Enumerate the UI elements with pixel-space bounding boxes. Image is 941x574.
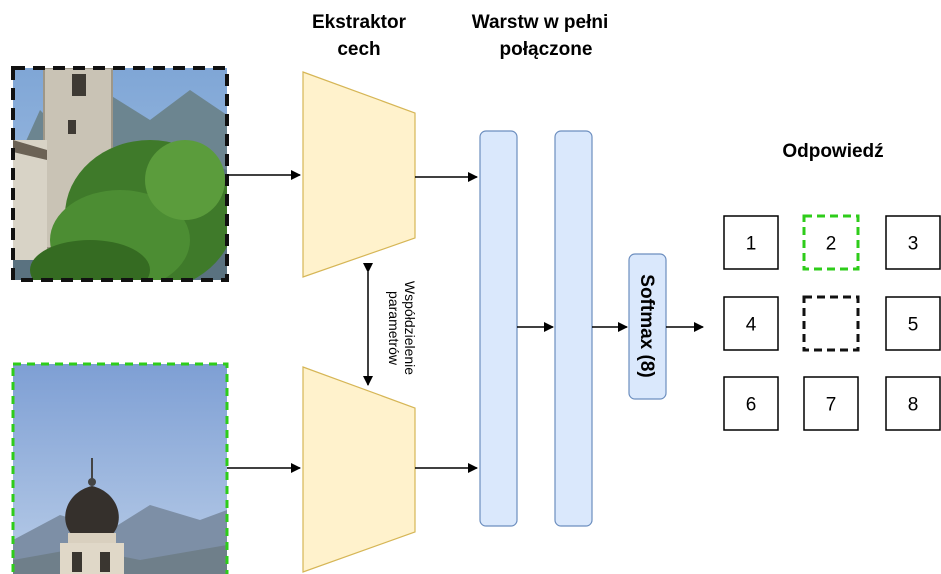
feature-extractor-top — [302, 71, 416, 278]
top-input-image — [13, 68, 227, 280]
answer-cell — [885, 376, 941, 431]
answer-cell — [723, 215, 779, 270]
extractor-title-line2: cech — [337, 39, 380, 60]
answer-cell-label: 2 — [826, 234, 837, 255]
answer-cell — [803, 376, 859, 431]
parameter-sharing-line1: Współdzielenie — [402, 281, 418, 375]
fc-title-line1: Warstw w pełni — [472, 12, 609, 33]
fc-layer-1 — [479, 130, 518, 527]
answer-cell-label: 7 — [826, 395, 837, 416]
answer-cell-label: 1 — [746, 234, 757, 255]
answer-cell-label: 8 — [908, 395, 919, 416]
answer-cell-label: 5 — [908, 315, 919, 336]
bottom-input-image — [13, 364, 227, 574]
answer-cell — [723, 376, 779, 431]
answer-cell — [802, 295, 860, 352]
answer-grid: 1 2 3 4 5 6 7 8 — [723, 214, 941, 431]
extractor-title-line1: Ekstraktor — [312, 12, 407, 33]
answer-cell — [885, 296, 941, 351]
answer-cell — [885, 215, 941, 270]
parameter-sharing-label: Współdzielenie parametrów — [386, 281, 418, 375]
feature-extractor-bottom — [302, 366, 416, 573]
answer-cell-label: 6 — [746, 395, 757, 416]
answer-cell-label: 3 — [908, 234, 919, 255]
fc-title-line2: połączone — [500, 39, 593, 60]
softmax-label: Softmax (8) — [636, 274, 657, 377]
top-image-frame — [11, 66, 229, 282]
bottom-image-frame — [11, 362, 229, 574]
answer-cell-label: 4 — [746, 315, 757, 336]
parameter-sharing-line2: parametrów — [386, 291, 402, 366]
answer-cell — [802, 214, 860, 271]
answer-cell — [723, 296, 779, 351]
fc-layer-2 — [554, 130, 593, 527]
answer-title: Odpowiedź — [782, 141, 883, 162]
